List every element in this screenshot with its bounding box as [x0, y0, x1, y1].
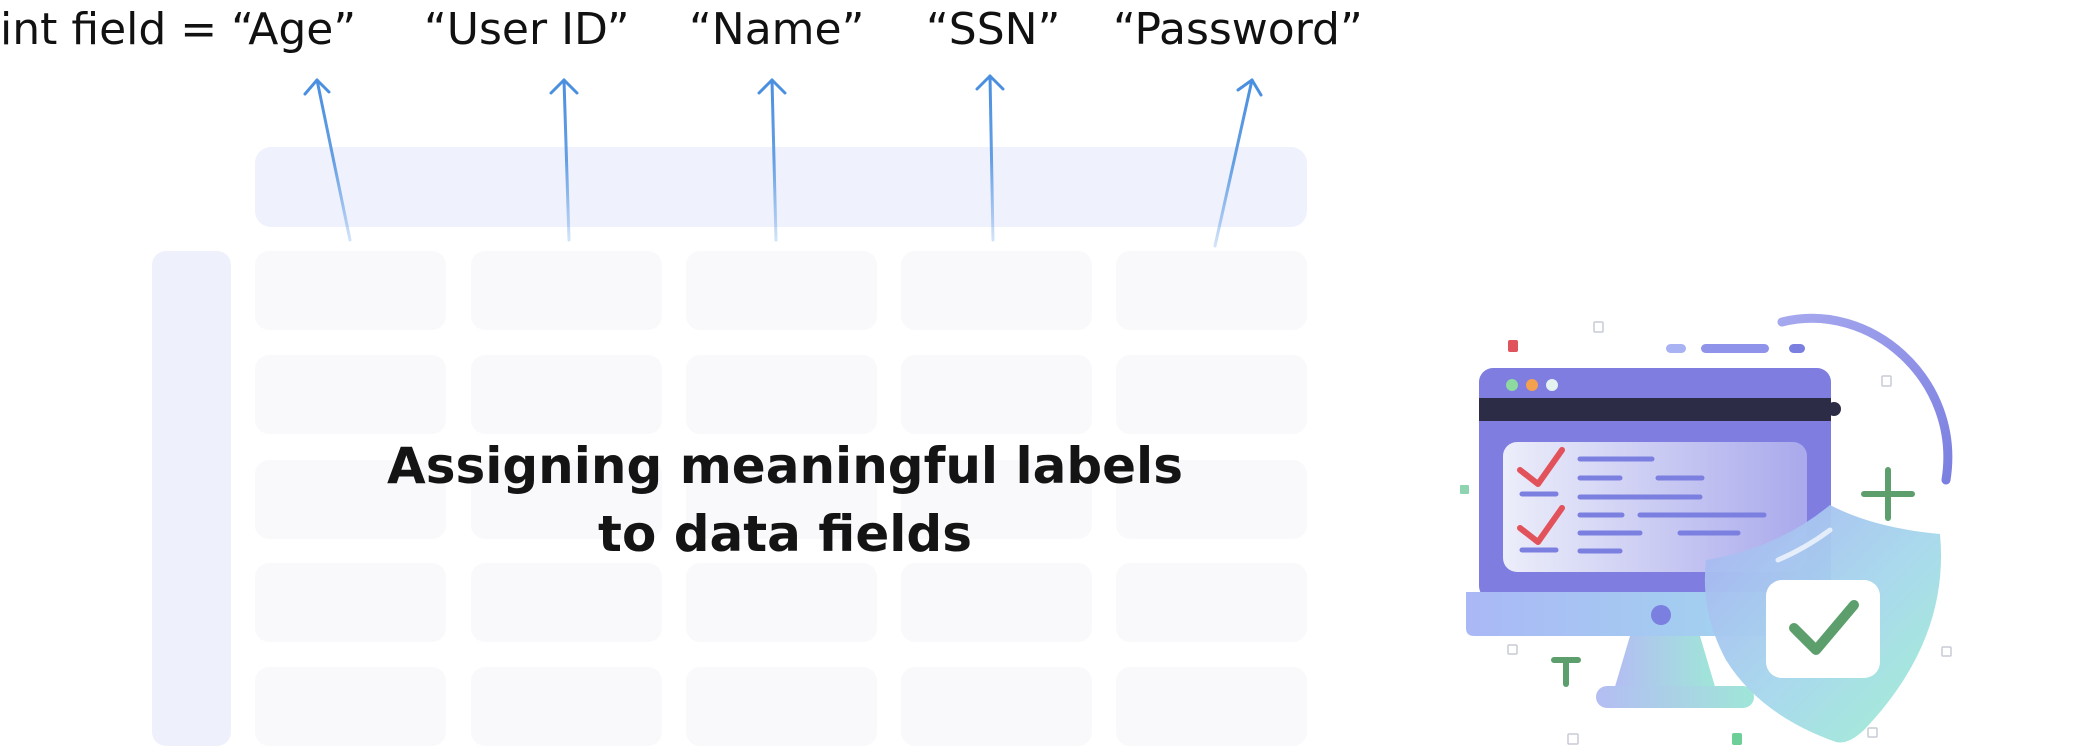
- arrow-up-icon: [757, 78, 787, 242]
- field-label-user-id: “User ID”: [424, 4, 630, 55]
- table-cell: [471, 563, 662, 642]
- table-cell: [901, 460, 1092, 539]
- table-cell: [255, 251, 446, 330]
- table-cell: [255, 460, 446, 539]
- table-cell: [255, 563, 446, 642]
- table-cell: [1116, 355, 1307, 434]
- arrow-up-icon: [303, 78, 352, 242]
- field-label-name: “Name”: [689, 4, 865, 55]
- table-grid: [152, 147, 1307, 746]
- table-cell: [1116, 460, 1307, 539]
- plus-icon: [1861, 467, 1915, 521]
- checklist-monitor-icon: [1460, 313, 1953, 745]
- table-row-header-bar: [152, 251, 231, 746]
- arrow-up-icon: [1213, 78, 1263, 248]
- table-cell: [686, 460, 877, 539]
- table-cell: [471, 251, 662, 330]
- arrow-up-icon: [549, 78, 579, 242]
- table-cells: [255, 251, 1307, 746]
- table-cell: [1116, 667, 1307, 746]
- table-cell: [255, 355, 446, 434]
- table-cell: [686, 667, 877, 746]
- caption-line-2: to data fields: [598, 505, 972, 563]
- field-label-ssn: “SSN”: [926, 4, 1061, 55]
- caption: Assigning meaningful labels to data fiel…: [290, 432, 1280, 568]
- table-cell: [686, 251, 877, 330]
- field-label-password: “Password”: [1113, 4, 1363, 55]
- table-cell: [901, 667, 1092, 746]
- table-cell: [471, 355, 662, 434]
- table-cell: [686, 563, 877, 642]
- table-cell: [255, 667, 446, 746]
- table-cell: [471, 460, 662, 539]
- table-cell: [1116, 563, 1307, 642]
- field-label-age: int field = “Age”: [0, 4, 357, 55]
- arrow-up-icon: [975, 74, 1005, 242]
- table-cell: [901, 251, 1092, 330]
- shield-check-icon: [1704, 505, 1942, 743]
- label-arrows: [303, 74, 1263, 248]
- table-header-bar: [255, 147, 1307, 227]
- caption-line-1: Assigning meaningful labels: [387, 437, 1183, 495]
- table-cell: [901, 563, 1092, 642]
- table-cell: [1116, 251, 1307, 330]
- table-cell: [901, 355, 1092, 434]
- table-cell: [686, 355, 877, 434]
- table-cell: [471, 667, 662, 746]
